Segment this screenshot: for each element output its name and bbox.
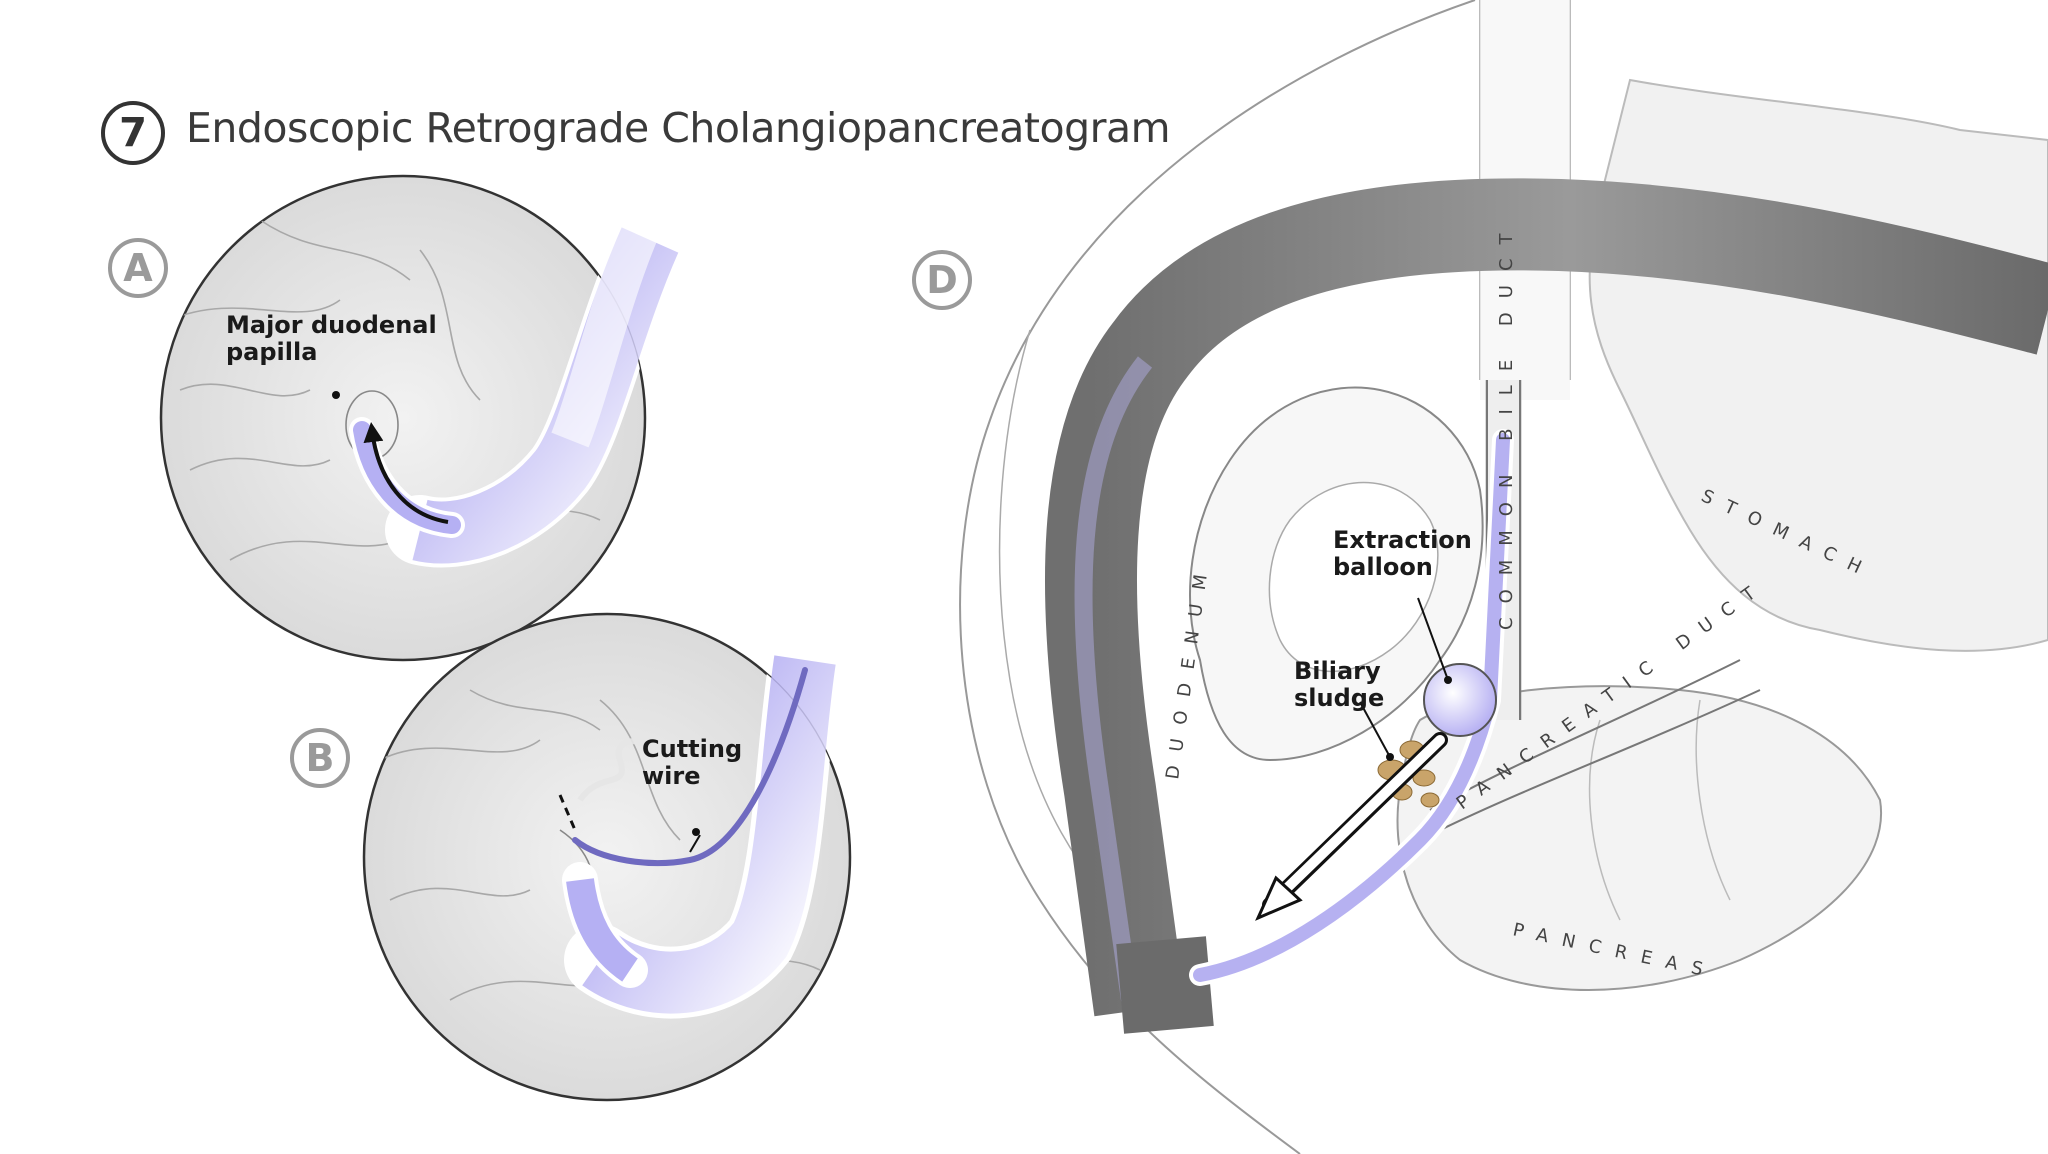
step-number-badge: 7: [101, 101, 165, 165]
cutting-wire-leader-dot: [692, 828, 700, 836]
callout-major-duodenal-papilla: Major duodenal papilla: [226, 311, 437, 366]
panel-d-illustration: DUODENUM COMMON BILE DUCT PANCREATIC DUC…: [959, 0, 2048, 1154]
stomach-shape: [1588, 78, 2048, 652]
step-number: 7: [119, 110, 147, 156]
extraction-balloon: [1423, 663, 1497, 737]
panel-b-illustration: [362, 612, 852, 1102]
panel-letter-b: B: [290, 728, 350, 788]
callout-biliary-sludge: Biliary sludge: [1294, 657, 1385, 712]
label-common-bile-duct: COMMON BILE DUCT: [1496, 219, 1517, 630]
panel-a-illustration: [159, 174, 679, 662]
panel-letter-a: A: [108, 238, 168, 298]
figure-title: Endoscopic Retrograde Cholangiopancreato…: [186, 104, 1171, 152]
callout-cutting-wire: Cutting wire: [642, 735, 743, 790]
callout-extraction-balloon: Extraction balloon: [1333, 526, 1472, 581]
endoscope-body: [1044, 178, 2048, 1017]
panel-letter-d: D: [912, 250, 972, 310]
papilla-leader-dot: [332, 391, 340, 399]
